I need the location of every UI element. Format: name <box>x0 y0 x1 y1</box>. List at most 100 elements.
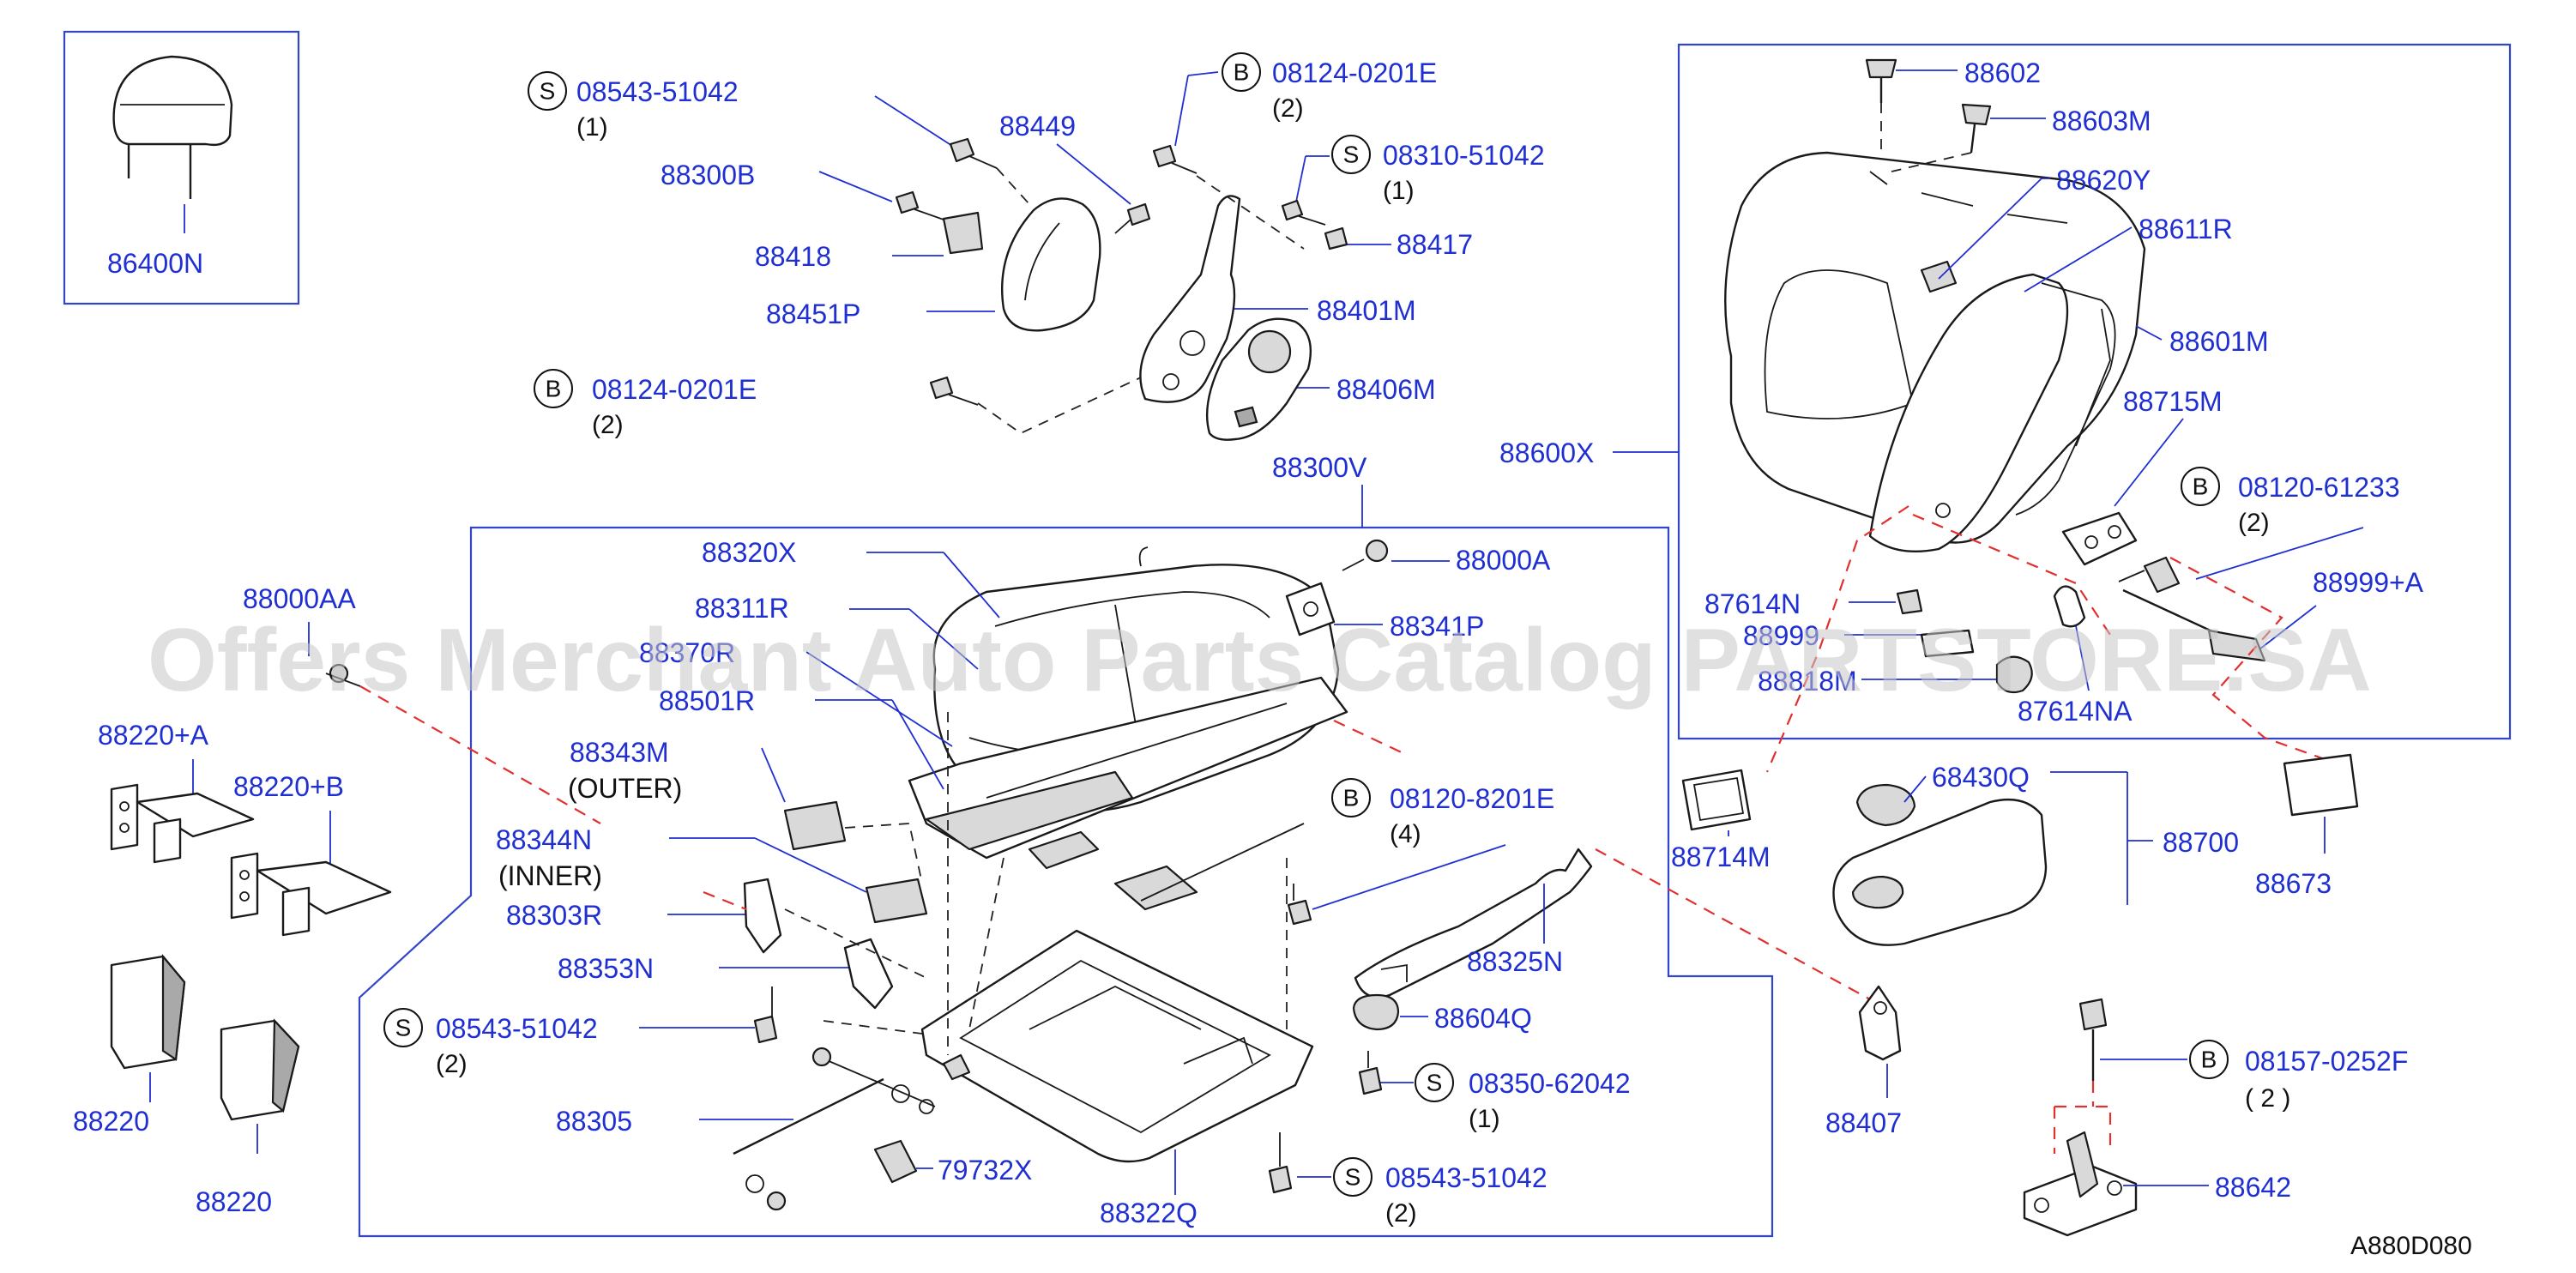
note-inner: (INNER) <box>498 860 602 891</box>
part-88603M[interactable]: 88603M <box>2052 106 2151 136</box>
part-88407[interactable]: 88407 <box>1825 1107 1902 1138</box>
guide-88603M <box>1961 103 1992 154</box>
part-08120-61233[interactable]: 08120-61233 <box>2238 472 2400 503</box>
part-08543-51042-top[interactable]: 08543-51042 <box>576 76 739 107</box>
part-88417[interactable]: 88417 <box>1397 229 1473 260</box>
part-88000A[interactable]: 88000A <box>1456 545 1551 576</box>
part-88418[interactable]: 88418 <box>755 241 831 272</box>
part-88305[interactable]: 88305 <box>556 1106 632 1137</box>
svg-text:B: B <box>546 376 562 402</box>
part-88370R[interactable]: 88370R <box>639 637 735 668</box>
b-symbol-61233: B <box>2181 467 2220 506</box>
clip-88000A <box>1342 539 1389 571</box>
seat-cushion-frame <box>358 526 1774 1238</box>
svg-text:S: S <box>395 1015 412 1041</box>
cushion-pan-drawing <box>920 929 1314 1163</box>
panel-88220-2 <box>220 1018 300 1121</box>
part-88341P[interactable]: 88341P <box>1390 611 1484 642</box>
part-88344N[interactable]: 88344N <box>496 824 592 855</box>
part-88451P[interactable]: 88451P <box>766 299 860 329</box>
part-88673[interactable]: 88673 <box>2255 868 2332 899</box>
part-08120-8201E[interactable]: 08120-8201E <box>1390 783 1554 814</box>
part-08124-0201E-top[interactable]: 08124-0201E <box>1272 57 1437 88</box>
b-symbol-top: B <box>1222 52 1261 92</box>
watermark: Offers Merchant Auto Parts Catalog PARTS… <box>148 611 2372 710</box>
part-88325N[interactable]: 88325N <box>1467 946 1563 977</box>
part-88611R[interactable]: 88611R <box>2139 214 2233 244</box>
svg-text:B: B <box>1234 59 1250 86</box>
bracket-88341P <box>1285 582 1336 636</box>
cap-88673 <box>2283 753 2359 817</box>
pad-88344N <box>865 878 928 924</box>
part-88999-A[interactable]: 88999+A <box>2313 567 2424 598</box>
part-88715M[interactable]: 88715M <box>2123 386 2223 417</box>
part-88353N[interactable]: 88353N <box>558 953 654 984</box>
qty-08124-0201E-low: (2) <box>592 411 624 439</box>
part-08157-0252F[interactable]: 08157-0252F <box>2245 1046 2408 1077</box>
screw-bottom <box>1268 1165 1293 1194</box>
part-88322Q[interactable]: 88322Q <box>1100 1198 1198 1228</box>
clip-88000AA <box>329 663 349 684</box>
part-88311R[interactable]: 88311R <box>695 593 789 624</box>
part-87614NA[interactable]: 87614NA <box>2018 696 2133 727</box>
seat-cushion-drawing <box>908 564 1348 911</box>
svg-text:B: B <box>2201 1047 2217 1073</box>
bracket-88303R <box>743 878 782 954</box>
bolt-8201e <box>1287 899 1312 926</box>
part-88601M[interactable]: 88601M <box>2169 326 2269 357</box>
part-88501R[interactable]: 88501R <box>659 685 755 716</box>
striker-88642 <box>2023 1131 2138 1237</box>
part-88642[interactable]: 88642 <box>2215 1172 2291 1203</box>
part-88220-B[interactable]: 88220+B <box>233 771 344 802</box>
part-88999[interactable]: 88999 <box>1743 620 1819 651</box>
part-88300V[interactable]: 88300V <box>1272 452 1367 483</box>
svg-text:B: B <box>1343 785 1360 811</box>
part-08543-51042-bottom[interactable]: 08543-51042 <box>1385 1162 1547 1193</box>
part-68430Q[interactable]: 68430Q <box>1932 762 2030 793</box>
part-88220-2[interactable]: 88220 <box>196 1186 272 1217</box>
part-88000AA[interactable]: 88000AA <box>243 583 356 614</box>
part-88602[interactable]: 88602 <box>1964 57 2041 88</box>
guide-88602 <box>1865 58 1897 103</box>
svg-text:S: S <box>1343 142 1360 168</box>
part-79732X[interactable]: 79732X <box>938 1155 1032 1186</box>
part-88220-A[interactable]: 88220+A <box>98 720 209 751</box>
part-88818M[interactable]: 88818M <box>1758 666 1857 697</box>
seat-back-frame <box>1677 43 2512 740</box>
part-88449[interactable]: 88449 <box>999 111 1076 142</box>
bracket-88353N <box>843 938 894 1010</box>
qty-08543-51042-bottom: (2) <box>1385 1199 1417 1228</box>
qty-08310-51042: (1) <box>1383 177 1415 205</box>
armrest-88700 <box>1832 799 2048 946</box>
part-88343M[interactable]: 88343M <box>570 737 669 768</box>
headrest-frame <box>63 30 300 305</box>
part-88600X[interactable]: 88600X <box>1499 437 1594 468</box>
headrest-drawing <box>112 55 233 233</box>
part-88406M[interactable]: 88406M <box>1336 374 1436 405</box>
part-88401M[interactable]: 88401M <box>1317 295 1416 326</box>
part-08543-51042-left[interactable]: 08543-51042 <box>436 1013 598 1044</box>
hinge-88715M <box>2061 511 2138 566</box>
part-88620Y[interactable]: 88620Y <box>2056 165 2151 196</box>
part-88220-1[interactable]: 88220 <box>73 1106 149 1137</box>
part-08310-51042[interactable]: 08310-51042 <box>1383 140 1545 171</box>
svg-text:S: S <box>1427 1070 1443 1096</box>
part-88303R[interactable]: 88303R <box>506 900 602 931</box>
bolt-61233 <box>2143 556 2181 594</box>
belt-88325N <box>1354 848 1593 998</box>
part-88714M[interactable]: 88714M <box>1671 842 1771 872</box>
recliner-drawing <box>942 195 1312 441</box>
pad-88343M <box>783 800 847 851</box>
part-88604Q[interactable]: 88604Q <box>1434 1003 1532 1034</box>
part-87614N[interactable]: 87614N <box>1704 588 1801 619</box>
part-08350-62042[interactable]: 08350-62042 <box>1469 1068 1631 1099</box>
part-88300B[interactable]: 88300B <box>661 160 755 190</box>
s-symbol-62042: S <box>1415 1063 1454 1102</box>
part-08124-0201E-low[interactable]: 08124-0201E <box>592 374 757 405</box>
part-86400N[interactable]: 86400N <box>107 248 203 279</box>
bracket-88220-A <box>110 783 255 864</box>
cup-68430Q <box>1855 783 1916 827</box>
part-88700[interactable]: 88700 <box>2163 827 2239 858</box>
part-88320X[interactable]: 88320X <box>702 537 796 568</box>
